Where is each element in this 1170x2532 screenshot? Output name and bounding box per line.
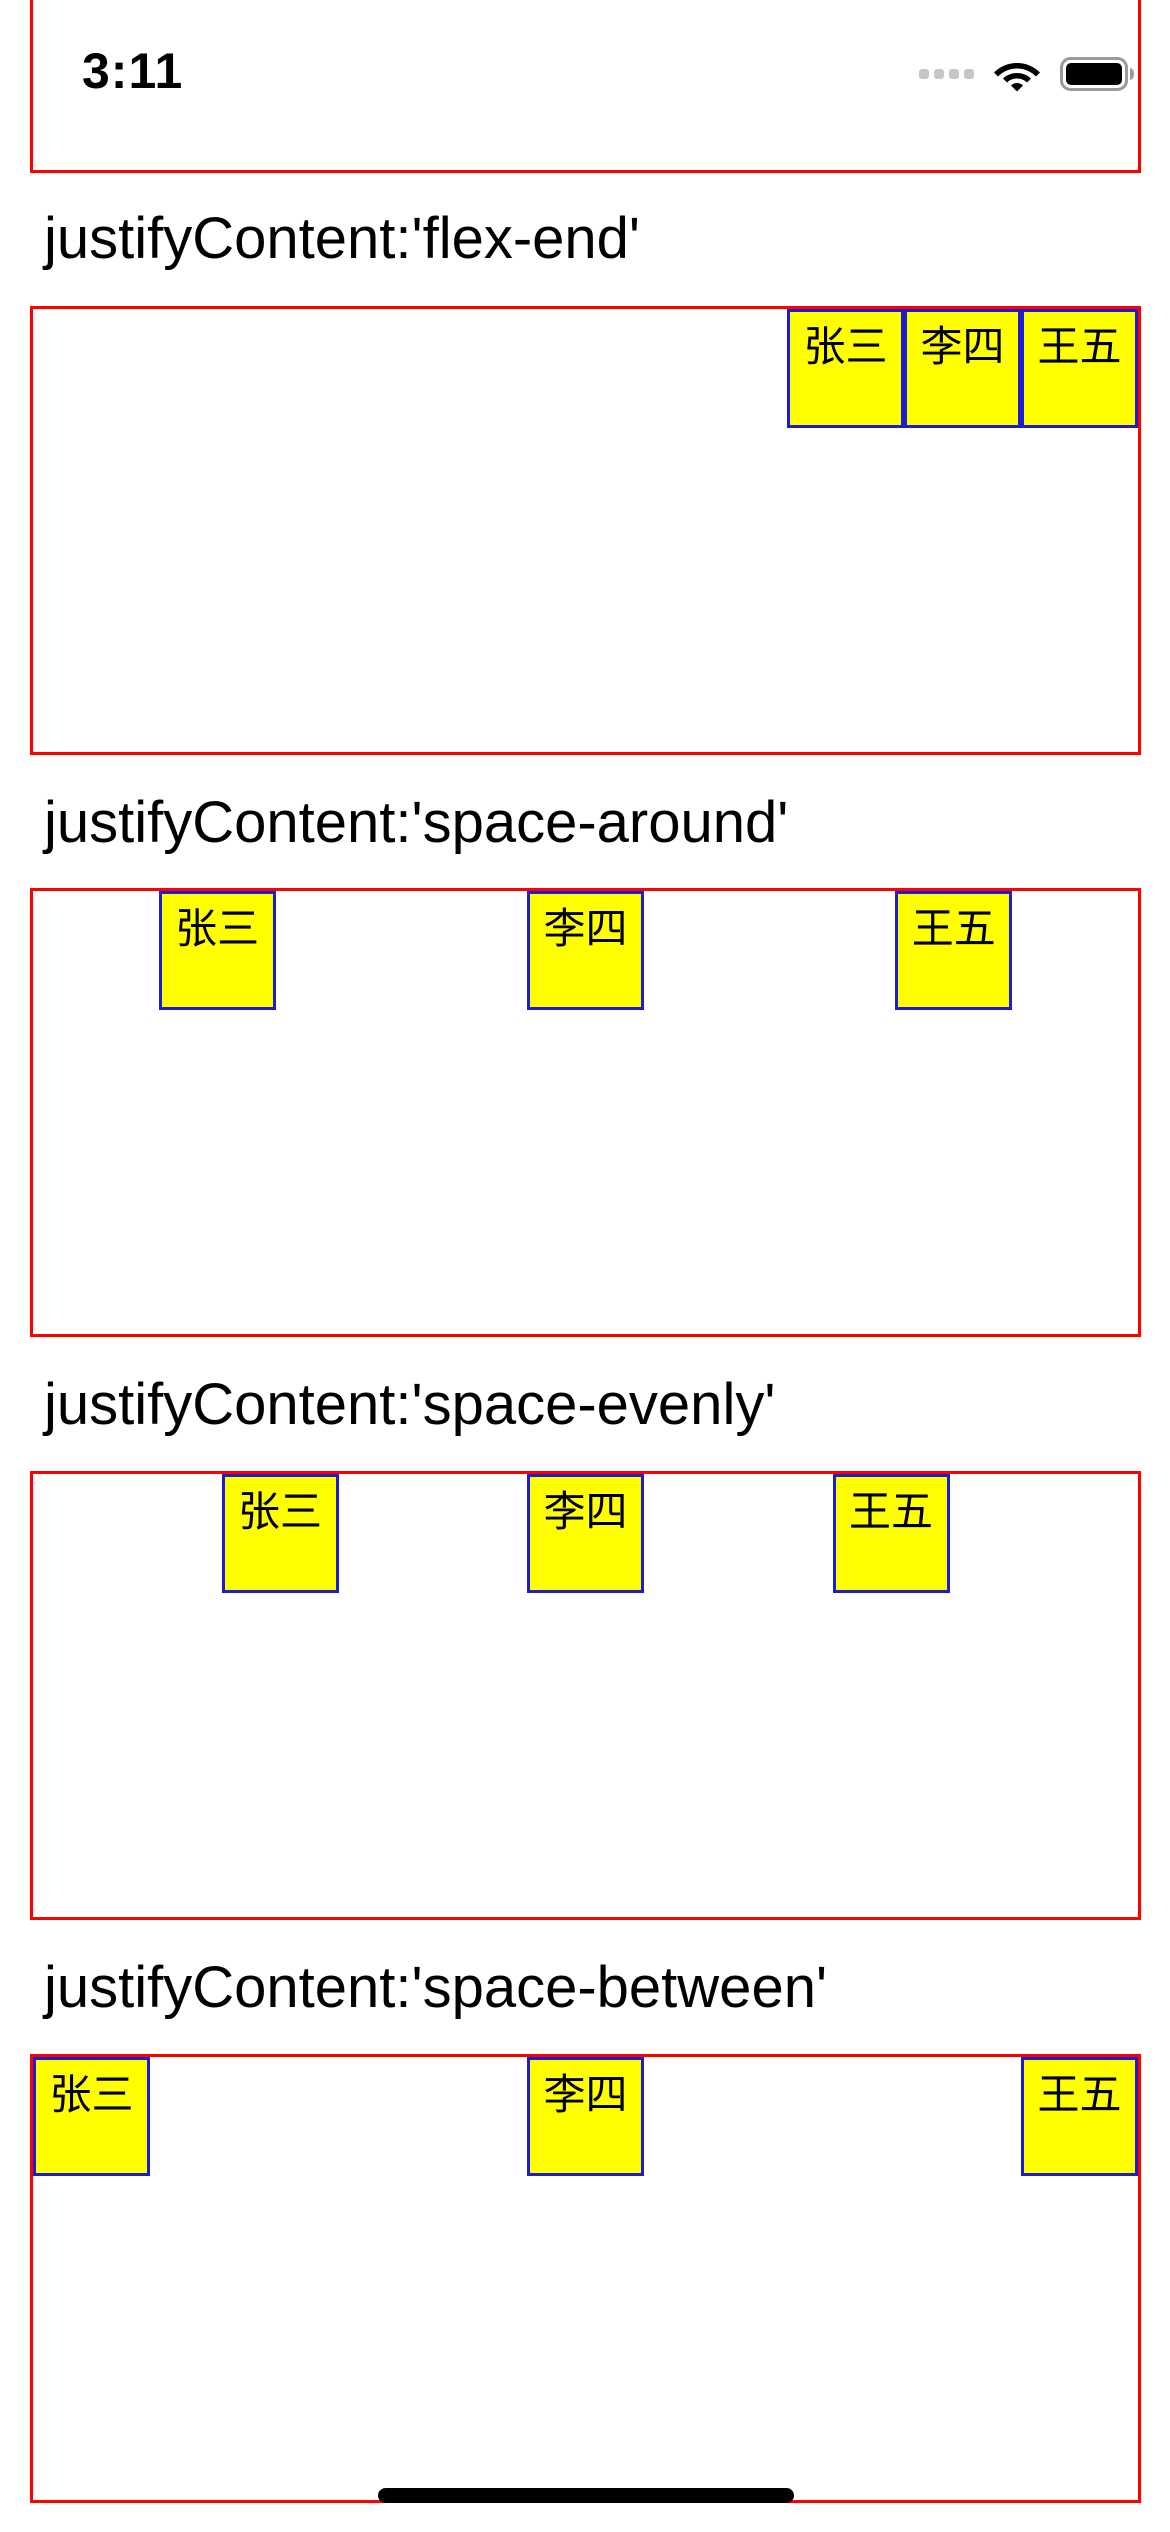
flex-item-lisi: 李四	[527, 2057, 644, 2176]
flex-item-lisi: 李四	[527, 1474, 644, 1593]
flex-end-container: 张三 李四 王五	[30, 306, 1141, 755]
space-between-container: 张三 李四 王五	[30, 2054, 1141, 2503]
flex-item-wangwu: 王五	[1021, 309, 1138, 428]
flex-item-zhangsan: 张三	[158, 891, 276, 1010]
home-indicator[interactable]	[378, 2488, 794, 2503]
flex-item-lisi: 李四	[904, 309, 1021, 428]
section-label-flex-end: justifyContent:'flex-end'	[44, 206, 641, 271]
flex-item-wangwu: 王五	[895, 891, 1013, 1010]
status-bar-time: 3:11	[82, 43, 184, 99]
flex-item-wangwu: 王五	[832, 1474, 950, 1593]
section-label-space-evenly: justifyContent:'space-evenly'	[44, 1372, 776, 1437]
flex-item-zhangsan: 张三	[221, 1474, 339, 1593]
section-label-space-between: justifyContent:'space-between'	[44, 1955, 828, 2020]
flex-item-zhangsan: 张三	[33, 2057, 150, 2176]
wifi-icon	[994, 63, 1040, 92]
flex-item-zhangsan: 张三	[787, 309, 904, 428]
flex-item-wangwu: 王五	[1021, 2057, 1138, 2176]
space-around-container: 张三 李四 王五	[30, 888, 1141, 1337]
top-container	[30, 0, 1141, 173]
cellular-signal-icon	[919, 69, 974, 79]
battery-icon	[1060, 57, 1134, 91]
flex-item-lisi: 李四	[526, 891, 644, 1010]
status-bar-icons	[919, 52, 1136, 96]
section-label-space-around: justifyContent:'space-around'	[44, 790, 789, 855]
space-evenly-container: 张三 李四 王五	[30, 1471, 1141, 1920]
